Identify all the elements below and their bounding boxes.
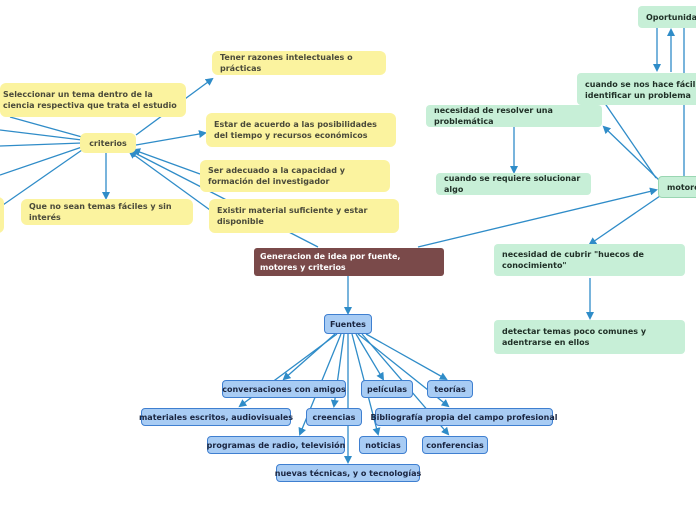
criterio-offscreen-left[interactable]: [0, 197, 4, 233]
edge-fuentes-peliculas: [355, 333, 385, 381]
fuente-conversaciones[interactable]: conversaciones con amigos: [222, 380, 346, 398]
fuente-label: películas: [367, 384, 407, 394]
fuente-nuevas-tecnicas[interactable]: nuevas técnicas, y o tecnologías: [274, 464, 422, 482]
criterio-tener-razones[interactable]: Tener razones intelectuales o prácticas: [212, 51, 386, 75]
motor-label: cuando se nos hace fácil identificar un …: [585, 80, 696, 100]
edge-criterios-seleccionar: [9, 116, 83, 138]
criterio-label: Existir material suficiente y estar disp…: [217, 206, 368, 226]
criterio-label: Estar de acuerdo a las posibilidades del…: [214, 120, 377, 140]
motor-label: necesidad de resolver una problemática: [434, 106, 553, 126]
motor-label: detectar temas poco comunes y adentrarse…: [502, 327, 647, 347]
fuente-creencias[interactable]: creencias: [306, 408, 362, 426]
motor-detectar-temas[interactable]: detectar temas poco comunes y adentrarse…: [494, 320, 685, 354]
fuente-peliculas[interactable]: películas: [361, 380, 413, 398]
fuente-label: materiales escritos, audiovisuales: [138, 412, 294, 422]
criterio-label: Ser adecuado a la capacidad y formación …: [208, 166, 346, 186]
motor-facil-identificar[interactable]: cuando se nos hace fácil identificar un …: [577, 73, 696, 105]
criterios-node[interactable]: criterios: [80, 133, 136, 153]
fuente-label: teorías: [434, 384, 466, 394]
fuentes-node[interactable]: Fuentes: [324, 314, 372, 334]
fuente-programas[interactable]: programas de radio, televisión: [207, 436, 345, 454]
fuente-label: creencias: [312, 412, 356, 422]
fuente-label: Bibliografía propia del campo profesiona…: [370, 412, 558, 422]
edge-criterios-left-2: [0, 142, 83, 147]
criterio-existir-material[interactable]: Existir material suficiente y estar disp…: [209, 199, 399, 233]
motores-label: motores: [667, 182, 696, 192]
motor-oportunidad[interactable]: Oportunidad: [638, 6, 696, 28]
criterio-label: Que no sean temas fáciles y sin interés: [29, 202, 172, 222]
fuente-materiales[interactable]: materiales escritos, audiovisuales: [138, 408, 294, 426]
motores-node[interactable]: motores: [658, 176, 696, 198]
motor-label: cuando se requiere solucionar algo: [444, 174, 581, 194]
edge-criterios-estar: [135, 130, 207, 146]
edge-motores-cubrir: [588, 195, 661, 246]
fuente-label: programas de radio, televisión: [206, 440, 346, 450]
criterio-ser-adecuado[interactable]: Ser adecuado a la capacidad y formación …: [200, 160, 390, 192]
root-node[interactable]: Generacion de idea por fuente, motores y…: [254, 248, 444, 276]
motor-cubrir-huecos[interactable]: necesidad de cubrir "huecos de conocimie…: [494, 244, 685, 276]
edge-root-motores: [417, 187, 658, 248]
motor-resolver-problematica[interactable]: necesidad de resolver una problemática: [426, 105, 602, 127]
fuentes-label: Fuentes: [330, 319, 366, 329]
edge-criterios-left-1: [0, 129, 83, 141]
fuente-label: noticias: [365, 440, 401, 450]
fuente-teorias[interactable]: teorías: [427, 380, 473, 398]
edge-criterios-left-3: [0, 146, 83, 176]
criterio-estar-acuerdo[interactable]: Estar de acuerdo a las posibilidades del…: [206, 113, 396, 147]
fuente-label: nuevas técnicas, y o tecnologías: [274, 468, 422, 478]
fuente-conferencias[interactable]: conferencias: [422, 436, 488, 454]
criterio-label: Seleccionar un tema dentro de la ciencia…: [3, 90, 177, 110]
edge-fuentes-teorias: [365, 333, 448, 380]
fuente-label: conferencias: [426, 440, 484, 450]
edge-motores-cuando: [603, 101, 657, 179]
criterio-label: Tener razones intelectuales o prácticas: [220, 53, 353, 73]
edge-criterios-left-4: [0, 149, 83, 208]
motor-label: necesidad de cubrir "huecos de conocimie…: [502, 250, 644, 270]
criterios-label: criterios: [89, 138, 127, 148]
edge-motores-necesidad: [602, 125, 660, 181]
criterio-seleccionar-tema[interactable]: Seleccionar un tema dentro de la ciencia…: [0, 83, 186, 117]
fuente-noticias[interactable]: noticias: [359, 436, 407, 454]
fuente-label: conversaciones con amigos: [222, 384, 346, 394]
motor-label: Oportunidad: [646, 12, 696, 22]
edge-ser-criterios: [132, 148, 201, 175]
edge-existir-criterios: [128, 150, 211, 211]
criterio-no-faciles[interactable]: Que no sean temas fáciles y sin interés: [21, 199, 193, 225]
root-label: Generacion de idea por fuente, motores y…: [260, 252, 401, 272]
motor-solucionar[interactable]: cuando se requiere solucionar algo: [436, 173, 591, 195]
fuente-bibliografia[interactable]: Bibliografía propia del campo profesiona…: [371, 408, 557, 426]
